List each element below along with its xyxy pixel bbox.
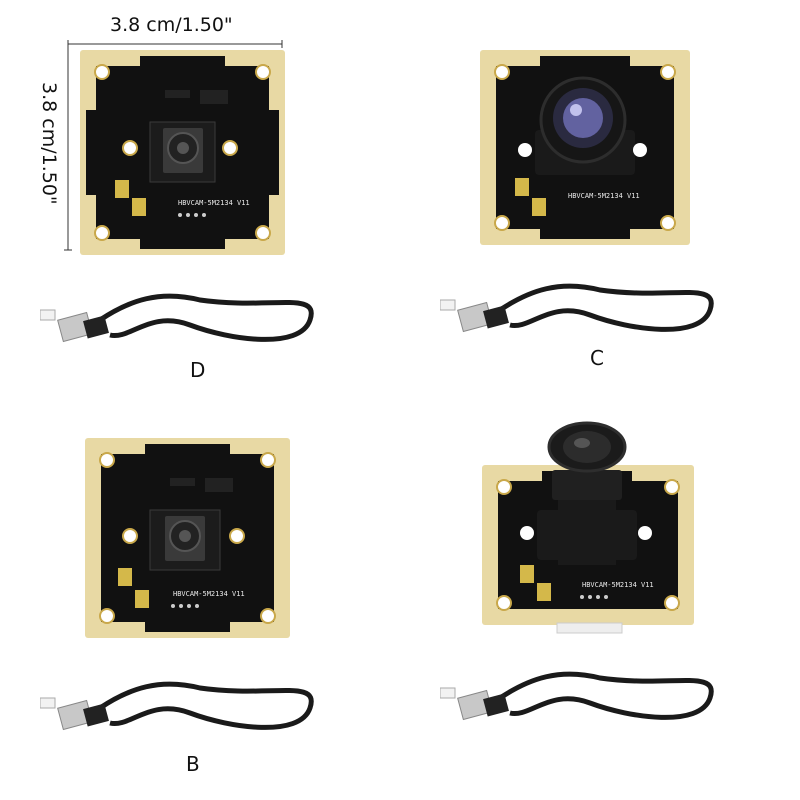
usb-cable-d [40, 293, 314, 343]
board-c-label: C [590, 346, 604, 370]
camera-board-a: HBVCAM-5M2134 V11 [482, 421, 694, 634]
camera-board-d: HBVCAM-5M2134 V11 [80, 50, 285, 255]
usb-cable-a [440, 671, 714, 721]
board-b-silkscreen: HBVCAM-5M2134 V11 [173, 590, 245, 598]
width-dimension-label: 3.8 cm/1.50" [110, 14, 233, 36]
board-d-silkscreen: HBVCAM-5M2134 V11 [178, 199, 250, 207]
board-c-silkscreen: HBVCAM-5M2134 V11 [568, 192, 640, 200]
board-a-silkscreen: HBVCAM-5M2134 V11 [582, 581, 654, 589]
board-d-label: D [190, 358, 206, 382]
camera-board-c: HBVCAM-5M2134 V11 [480, 50, 690, 245]
board-b-label: B [186, 752, 200, 776]
camera-board-b: HBVCAM-5M2134 V11 [85, 438, 290, 638]
usb-cable-c [440, 283, 714, 333]
usb-cable-b [40, 681, 314, 731]
